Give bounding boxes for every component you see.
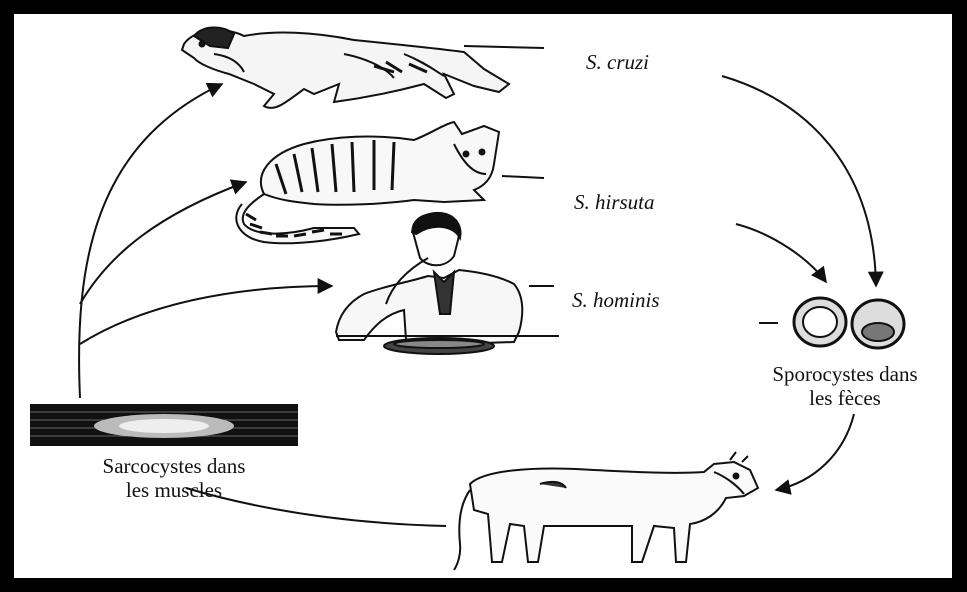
dog-icon bbox=[182, 28, 509, 109]
label-sporocysts-line1: Sporocystes dans bbox=[740, 362, 950, 386]
arrow-hirsuta-to-sporocysts bbox=[736, 224, 826, 282]
life-cycle-diagram: S. cruzi S. hirsuta S. hominis Sporocyst… bbox=[14, 14, 952, 578]
sporocysts-icon bbox=[794, 298, 904, 348]
label-sporocysts-line2: les fèces bbox=[740, 386, 950, 410]
label-sporocysts: Sporocystes dans les fèces bbox=[740, 362, 950, 410]
cat-pointer-line bbox=[502, 176, 544, 178]
arrow-sporocysts-to-cow bbox=[776, 414, 854, 490]
label-sarcocysts-line1: Sarcocystes dans bbox=[64, 454, 284, 478]
arrow-muscle-to-human bbox=[80, 286, 332, 344]
label-sarcocysts-line2: les muscles bbox=[64, 478, 284, 502]
human-icon bbox=[336, 213, 559, 354]
label-s-hominis: S. hominis bbox=[572, 288, 660, 312]
muscle-sarcocyst-icon bbox=[30, 404, 298, 446]
dog-pointer-line bbox=[464, 46, 544, 48]
cow-icon bbox=[454, 452, 758, 570]
label-s-cruzi: S. cruzi bbox=[586, 50, 649, 74]
label-sarcocysts: Sarcocystes dans les muscles bbox=[64, 454, 284, 502]
arrow-muscle-to-dog bbox=[79, 84, 222, 398]
label-s-hirsuta: S. hirsuta bbox=[574, 190, 655, 214]
arrow-muscle-to-cat bbox=[80, 182, 246, 304]
